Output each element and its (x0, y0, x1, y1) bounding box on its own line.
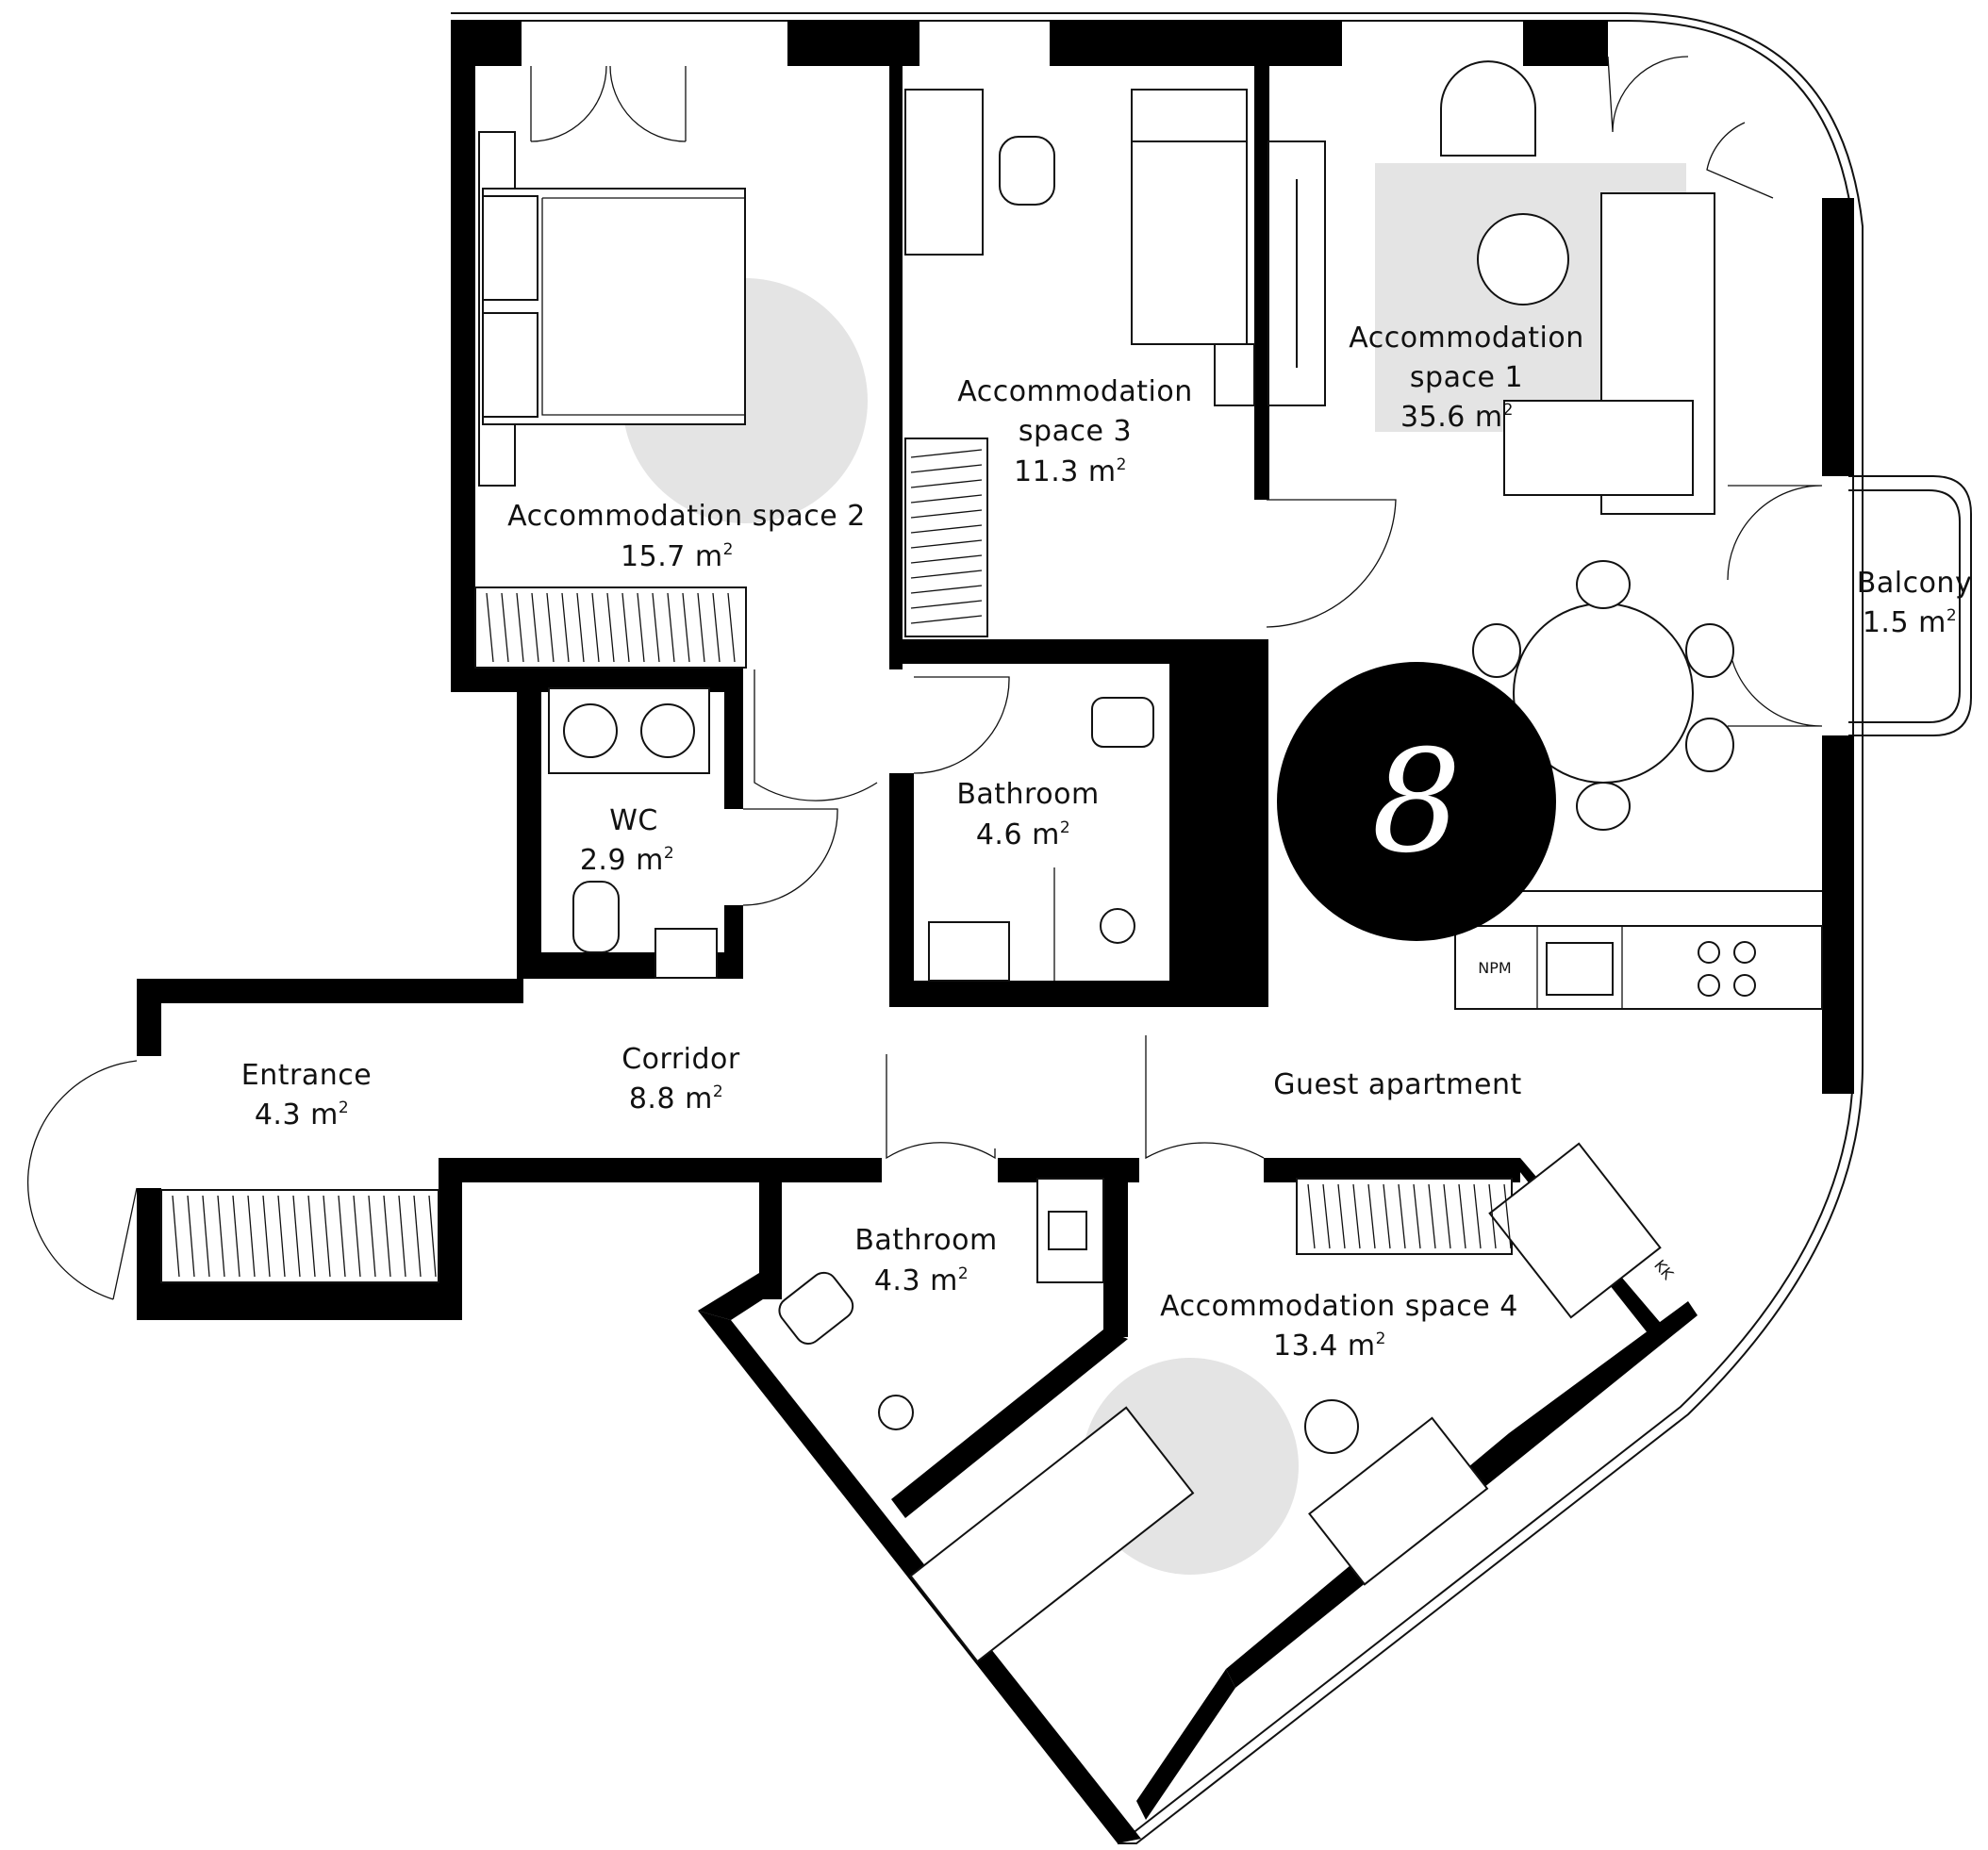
hatch-line (591, 592, 600, 663)
hatch-line (910, 539, 983, 549)
hatch-line (292, 1195, 301, 1278)
room-bath2-name: Bathroom (854, 1224, 997, 1257)
room-acc3-area: 11.3 m2 (1014, 455, 1127, 488)
room-acc3-name-2: space 3 (1019, 415, 1132, 448)
hatch-line (546, 592, 555, 663)
hatch-line (531, 592, 539, 663)
hatch-line (910, 479, 983, 488)
hatch-line (910, 464, 983, 473)
hatch-line (187, 1195, 195, 1278)
hatch-line (232, 1195, 240, 1278)
hatch-line (910, 600, 983, 609)
hatch-line (277, 1195, 286, 1278)
room-labels: Accommodation space 1 35.6 m2 Accommodat… (241, 322, 1972, 1363)
hatch-line (1428, 1183, 1436, 1249)
hatch-line (712, 592, 721, 663)
hatch-line (501, 592, 509, 663)
badge-number: 8 (1371, 720, 1461, 884)
furniture: NPM KK (160, 60, 1823, 1663)
hatch-line (398, 1195, 406, 1278)
hatch-line (486, 592, 494, 663)
hatch-line (697, 592, 705, 663)
room-acc2-name: Accommodation space 2 (507, 500, 866, 533)
hatch-line (217, 1195, 225, 1278)
hatch-line (652, 592, 660, 663)
room-acc3-name-1: Accommodation (957, 375, 1193, 408)
hatch-line (1337, 1183, 1346, 1249)
hatch-line (262, 1195, 271, 1278)
room-wc-name: WC (609, 804, 658, 837)
apartment-label: Guest apartment (1273, 1068, 1522, 1101)
hatch-line (621, 592, 630, 663)
hatch-line (910, 615, 983, 624)
hatch-line (1458, 1183, 1466, 1249)
hatch-line (637, 592, 645, 663)
hatch-line (1322, 1183, 1331, 1249)
hatch-line (561, 592, 570, 663)
room-bath1-area: 4.6 m2 (976, 818, 1070, 851)
hatch-line (1367, 1183, 1376, 1249)
hatch-line (910, 494, 983, 504)
hatch-line (1443, 1183, 1451, 1249)
hatch-line (667, 592, 675, 663)
room-balcony-name: Balcony (1857, 567, 1972, 600)
room-acc1-area: 35.6 m2 (1400, 401, 1514, 434)
hatch-line (413, 1195, 422, 1278)
hatch-line (247, 1195, 256, 1278)
hatch-line (1398, 1183, 1406, 1249)
hatch-line (910, 554, 983, 564)
room-acc4-area: 13.4 m2 (1273, 1330, 1386, 1363)
room-acc1-name-1: Accommodation (1349, 322, 1584, 355)
hatch-line (910, 524, 983, 534)
hatch-line (202, 1195, 210, 1278)
room-acc1-name-2: space 1 (1410, 361, 1523, 394)
hatch-line (353, 1195, 361, 1278)
hatch-line (172, 1195, 180, 1278)
hatch-line (1503, 1183, 1512, 1249)
hatch-line (727, 592, 736, 663)
hatch-line (1413, 1183, 1421, 1249)
hatch-line (516, 592, 524, 663)
hatch-line (338, 1195, 346, 1278)
hatch-line (307, 1195, 316, 1278)
hatch-line (368, 1195, 376, 1278)
badge-circle (1277, 662, 1556, 941)
room-entrance-area: 4.3 m2 (255, 1098, 349, 1131)
hatch-line (1307, 1183, 1316, 1249)
room-acc4-name: Accommodation space 4 (1160, 1290, 1518, 1323)
room-bath2-area: 4.3 m2 (874, 1264, 969, 1297)
hatch-line (910, 509, 983, 519)
room-bath1-name: Bathroom (956, 778, 1099, 811)
hatch-line (383, 1195, 391, 1278)
hatch-line (910, 449, 983, 458)
hatch-line (1488, 1183, 1497, 1249)
hatch-line (323, 1195, 331, 1278)
hatch-line (910, 585, 983, 594)
hatch-line (910, 570, 983, 579)
room-corridor-name: Corridor (621, 1043, 740, 1076)
hatch-line (1383, 1183, 1391, 1249)
closet-label: KK (1650, 1256, 1677, 1283)
room-acc2-area: 15.7 m2 (621, 540, 734, 573)
room-wc-area: 2.9 m2 (580, 844, 674, 877)
wardrobe-hatching (172, 449, 1512, 1278)
hatch-line (428, 1195, 437, 1278)
kitchen-appliance-label: NPM (1478, 959, 1511, 977)
room-balcony-area: 1.5 m2 (1863, 606, 1957, 639)
hatch-line (1473, 1183, 1482, 1249)
hatch-line (682, 592, 690, 663)
room-entrance-name: Entrance (241, 1059, 372, 1092)
doors (26, 56, 1823, 1300)
apartment-number-badge: 8 (1277, 662, 1556, 941)
hatch-line (576, 592, 585, 663)
room-corridor-area: 8.8 m2 (629, 1082, 723, 1115)
hatch-line (1352, 1183, 1361, 1249)
hatch-line (606, 592, 615, 663)
